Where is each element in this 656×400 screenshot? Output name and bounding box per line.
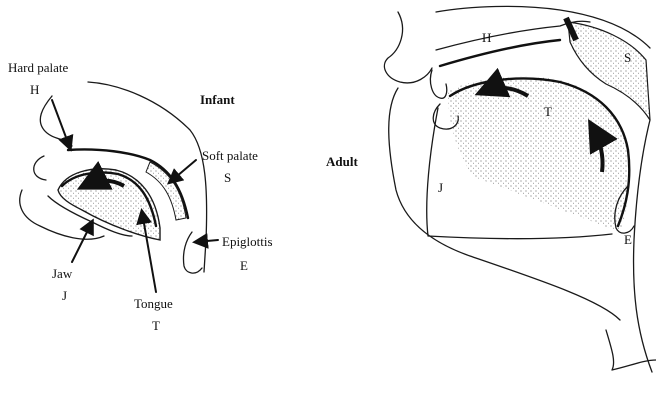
infant-jaw-pointer [72, 222, 92, 262]
adult-nose-outline [384, 12, 432, 83]
adult-soft-palate-letter: S [624, 50, 631, 65]
infant-tongue-letter: T [152, 318, 160, 333]
infant-soft-palate-letter: S [224, 170, 231, 185]
adult-epiglottis-letter: E [624, 232, 632, 247]
adult-diagram: Adult H S T J E [326, 6, 656, 372]
adult-jaw-letter: J [438, 180, 443, 195]
infant-hard-palate-label: Hard palate [8, 60, 69, 75]
infant-hard-palate-letter: H [30, 82, 39, 97]
infant-soft-palate-pointer [170, 160, 196, 182]
infant-title: Infant [200, 92, 235, 107]
infant-jaw-label: Jaw [52, 266, 73, 281]
adult-hard-palate-letter: H [482, 30, 491, 45]
infant-upper-lip [34, 156, 46, 180]
adult-title: Adult [326, 154, 358, 169]
infant-epiglottis-outline [183, 232, 202, 273]
infant-tongue-label: Tongue [134, 296, 173, 311]
adult-upper-lip [430, 70, 446, 98]
infant-soft-palate-label: Soft palate [202, 148, 258, 163]
adult-pharynx-outline [634, 120, 652, 372]
adult-tongue-letter: T [544, 104, 552, 119]
infant-jaw-letter: J [62, 288, 67, 303]
infant-epiglottis-letter: E [240, 258, 248, 273]
infant-hard-palate-pointer [52, 100, 70, 148]
infant-epiglottis-pointer [196, 240, 218, 242]
infant-epiglottis-label: Epiglottis [222, 234, 273, 249]
infant-diagram: Infant Hard palate H Soft palate S Epigl… [8, 60, 273, 333]
